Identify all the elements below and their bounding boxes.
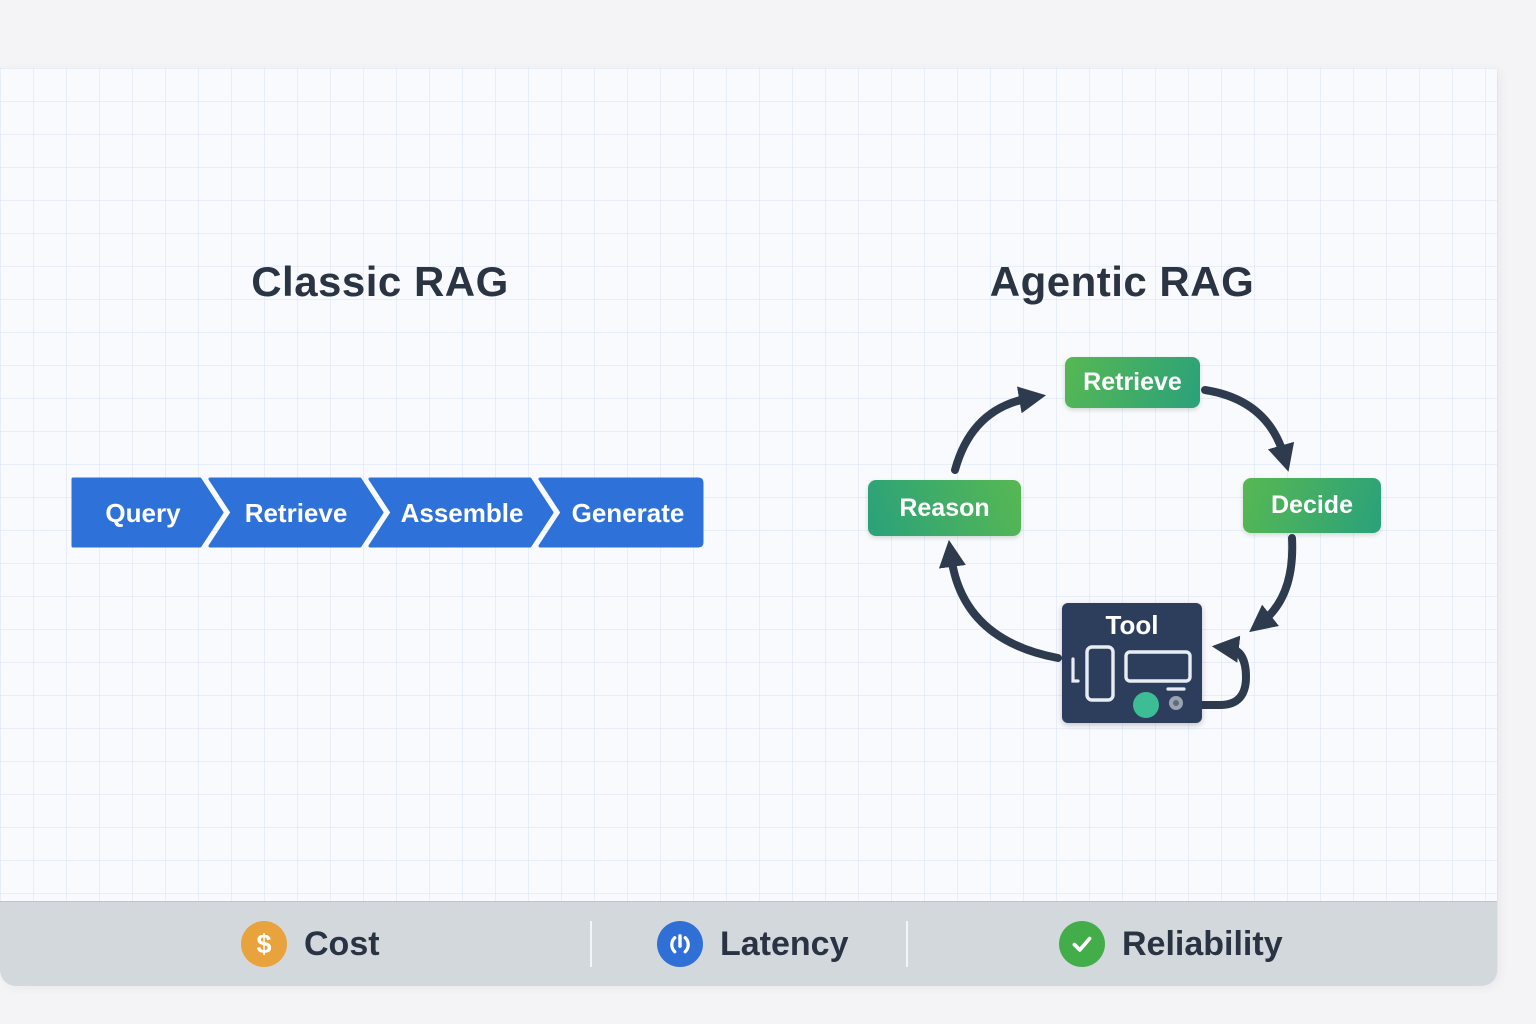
agentic-rag-title: Agentic RAG <box>989 258 1255 305</box>
footer-divider <box>906 921 908 967</box>
chevron-label-query: Query <box>105 498 181 528</box>
cost-label: Cost <box>304 924 380 963</box>
arrow-decide-to-tool <box>1249 534 1297 633</box>
reliability-label: Reliability <box>1122 924 1283 963</box>
diagram-graphics: Query Retrieve Assemble Generate <box>71 386 1297 709</box>
dollar-glyph: $ <box>256 928 272 959</box>
metric-latency: Latency <box>657 902 849 986</box>
tool-bar-glyph <box>1124 650 1192 683</box>
tool-icon <box>1071 645 1192 718</box>
tool-panel-glyph <box>1085 645 1115 702</box>
arrow-reason-to-retrieve <box>951 386 1047 474</box>
metric-reliability: Reliability <box>1059 902 1283 986</box>
chevron-step-assemble <box>368 477 554 548</box>
arrow-tool-self-loop <box>1176 635 1251 709</box>
node-reason: Reason <box>868 480 1021 536</box>
diagram-canvas: Classic RAG Agentic RAG Query Retrieve A… <box>0 68 1497 986</box>
metric-cost: $ Cost <box>241 902 380 986</box>
tool-bracket-glyph <box>1071 657 1080 683</box>
chevron-label-generate: Generate <box>572 498 685 528</box>
latency-label: Latency <box>720 924 849 963</box>
classic-rag-chevron-flow: Query Retrieve Assemble Generate <box>71 477 704 548</box>
chevron-label-retrieve: Retrieve <box>245 498 348 528</box>
dollar-icon: $ <box>241 921 287 967</box>
classic-rag-title: Classic RAG <box>251 258 509 305</box>
tool-gray-dot-center <box>1173 700 1179 706</box>
chevron-step-retrieve <box>208 477 384 548</box>
node-tool: Tool <box>1062 603 1202 723</box>
arrow-retrieve-to-decide <box>1201 386 1295 472</box>
tool-teal-dot <box>1133 692 1159 718</box>
node-decide: Decide <box>1243 478 1381 533</box>
chevron-step-generate <box>538 477 704 548</box>
metrics-footer: $ Cost Latency Reliability <box>0 901 1497 986</box>
check-glyph <box>1072 936 1092 952</box>
latency-gauge-icon <box>657 921 703 967</box>
check-icon <box>1059 921 1105 967</box>
node-tool-label: Tool <box>1105 610 1159 640</box>
node-retrieve: Retrieve <box>1065 357 1200 408</box>
chevron-label-assemble: Assemble <box>401 498 524 528</box>
footer-divider <box>590 921 592 967</box>
chevron-step-query <box>71 477 224 548</box>
agentic-cycle-arrows <box>938 386 1297 709</box>
latency-glyph <box>670 934 690 954</box>
arrow-tool-to-reason <box>938 539 1062 662</box>
